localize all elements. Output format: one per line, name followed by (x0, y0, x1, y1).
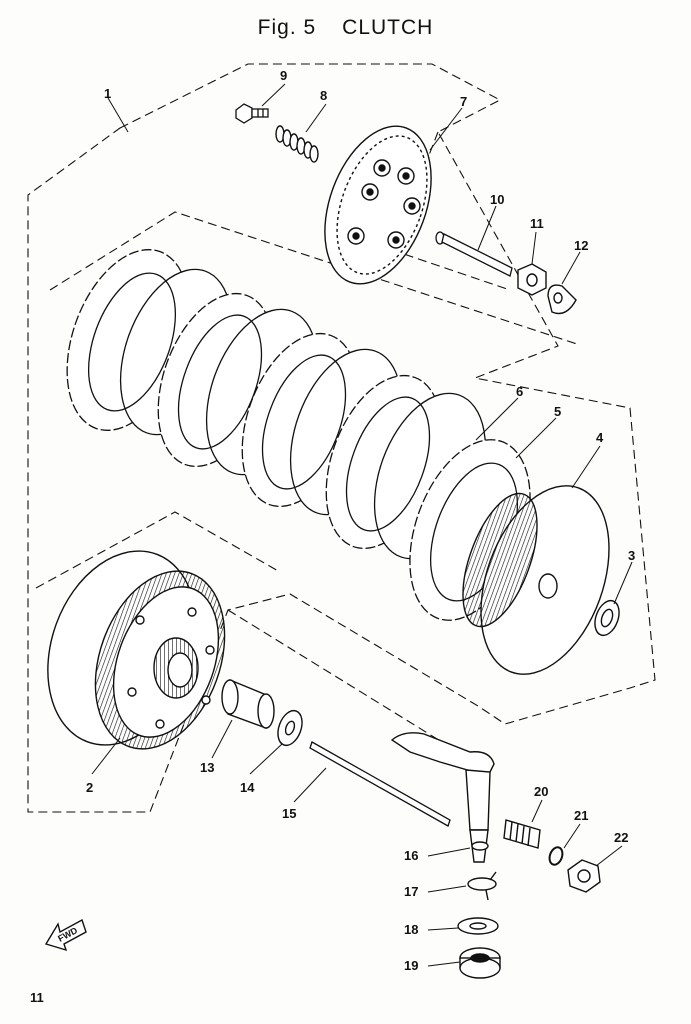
part-thrust-washer (594, 599, 620, 637)
callout-5: 5 (554, 404, 561, 419)
callout-2: 2 (86, 780, 93, 795)
part-lock-nut (567, 859, 601, 893)
callout-15: 15 (282, 806, 296, 821)
part-nut (517, 263, 547, 296)
callout-19: 19 (404, 958, 418, 973)
part-push-lever-shaft (390, 732, 495, 863)
callout-labels: 1 2 3 4 5 6 7 8 9 10 11 12 13 14 15 16 1… (86, 68, 635, 973)
part-push-rod (435, 231, 513, 277)
part-long-push-rod (309, 741, 451, 827)
callout-16: 16 (404, 848, 418, 863)
callout-12: 12 (574, 238, 588, 253)
figure-number: Fig. 5 (257, 16, 317, 39)
figure-name: CLUTCH (342, 16, 434, 39)
part-clutch-housing (47, 550, 226, 750)
callout-4: 4 (596, 430, 604, 445)
part-adjusting-screw (503, 819, 541, 849)
part-washer (277, 709, 303, 747)
part-circlip (467, 871, 497, 901)
callout-17: 17 (404, 884, 418, 899)
part-oil-seal (459, 947, 501, 979)
part-bolt (235, 103, 269, 124)
part-clutch-plate-stack (66, 249, 531, 621)
part-lock-washer (547, 284, 577, 315)
part-lower-washer (457, 917, 499, 935)
part-spring (275, 125, 319, 163)
callout-11: 11 (530, 216, 544, 231)
part-spacer (221, 678, 275, 730)
callout-leader-lines (91, 83, 633, 967)
callout-13: 13 (200, 760, 214, 775)
part-clutch-boss (462, 485, 610, 675)
callout-7: 7 (460, 94, 467, 109)
callout-21: 21 (574, 808, 588, 823)
callout-9: 9 (280, 68, 287, 83)
part-o-ring (548, 846, 564, 866)
figure-title: Fig. 5 CLUTCH (0, 16, 691, 40)
callout-14: 14 (240, 780, 255, 795)
page-number: 11 (30, 990, 44, 1005)
callout-3: 3 (628, 548, 635, 563)
callout-18: 18 (404, 922, 418, 937)
callout-20: 20 (534, 784, 548, 799)
callout-6: 6 (516, 384, 523, 399)
callout-8: 8 (320, 88, 327, 103)
fwd-arrow-icon: FWD (44, 918, 87, 952)
callout-22: 22 (614, 830, 628, 845)
callout-1: 1 (104, 86, 111, 101)
part-pressure-plate (324, 125, 432, 285)
callout-10: 10 (490, 192, 504, 207)
